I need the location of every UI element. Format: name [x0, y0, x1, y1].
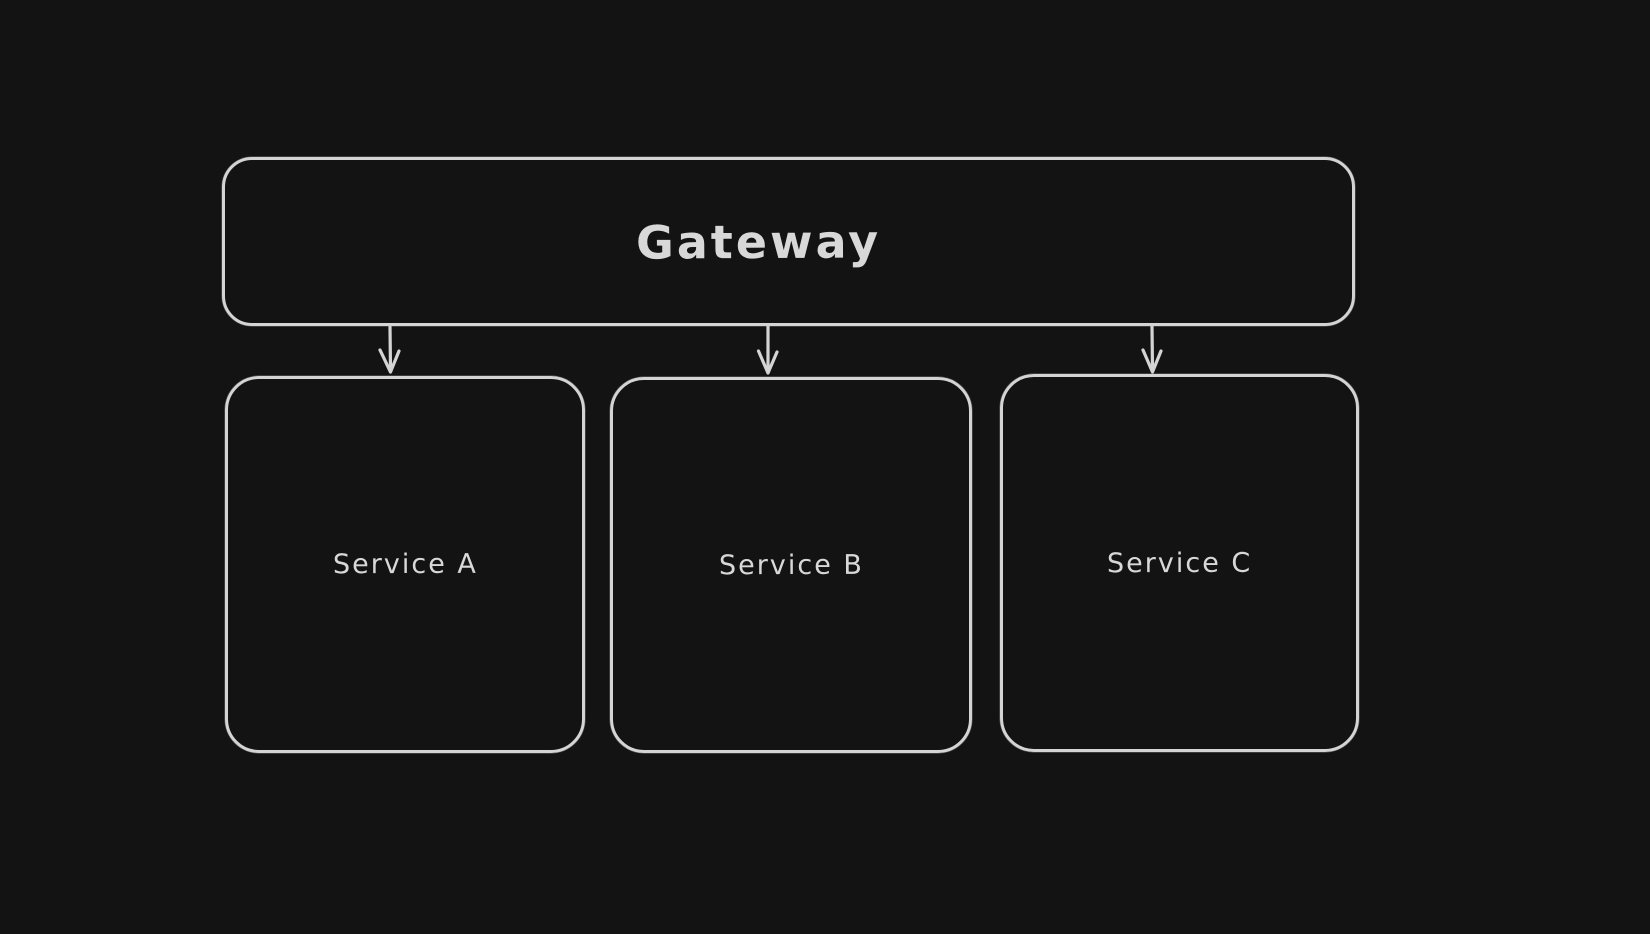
- node-gateway[interactable]: Gateway: [222, 157, 1355, 326]
- node-gateway-label: Gateway: [635, 213, 882, 270]
- edge-arrowhead: [756, 349, 779, 375]
- edge-gateway-service-a[interactable]: [378, 325, 401, 374]
- edge-arrowhead: [378, 348, 401, 374]
- edge-gateway-service-b[interactable]: [756, 325, 779, 375]
- node-service-a[interactable]: Service A: [225, 376, 585, 753]
- node-service-b[interactable]: Service B: [610, 377, 972, 753]
- node-service-c[interactable]: Service C: [1000, 374, 1359, 752]
- edge-line: [1150, 325, 1155, 371]
- edge-arrowhead: [1141, 348, 1163, 374]
- node-service-b-label: Service B: [718, 549, 864, 581]
- edge-gateway-service-c[interactable]: [1141, 325, 1163, 374]
- edge-line: [388, 325, 393, 371]
- node-service-c-label: Service C: [1106, 547, 1253, 579]
- node-service-a-label: Service A: [332, 548, 478, 581]
